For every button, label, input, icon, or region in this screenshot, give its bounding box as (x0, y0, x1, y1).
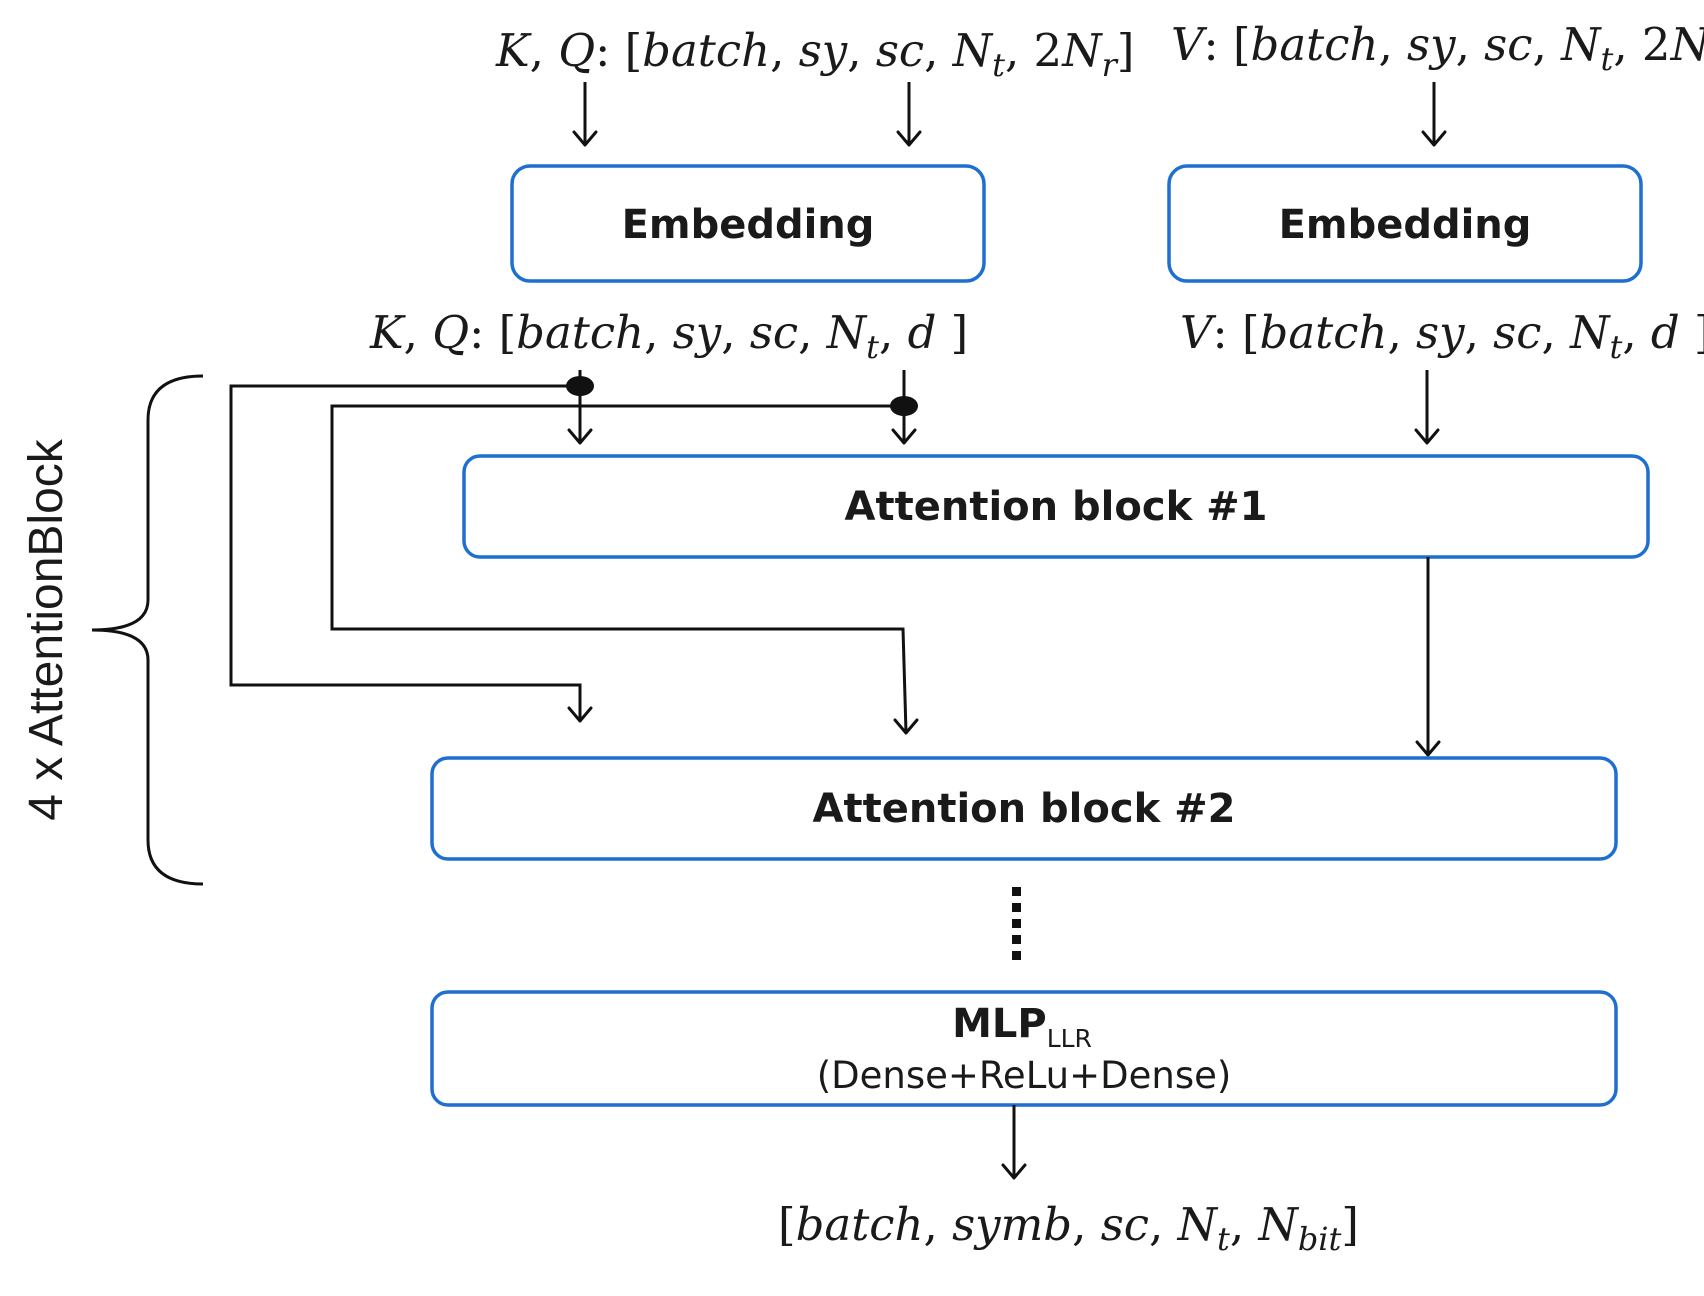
arrow-v-to-attention-1 (1414, 370, 1440, 445)
attention-block-2: Attention block #2 (430, 756, 1618, 861)
arrow-mlp-to-output (1001, 1105, 1027, 1180)
v-input-shape: V: [batch, sy, sc, Nt, 2Nr] (1171, 18, 1704, 78)
embedding-box-v: Embedding (1167, 164, 1643, 283)
q-skip-connection (330, 404, 919, 735)
output-shape: [batch, symb, sc, Nt, Nbit] (778, 1198, 1359, 1258)
embedding-kq-label: Embedding (622, 202, 875, 248)
kq-embedded-shape: K, Q: [batch, sy, sc, Nt, d ] (369, 306, 968, 366)
arrow-k-to-embedding (572, 82, 598, 147)
arrow-attention-1-to-2 (1415, 557, 1441, 757)
arrow-k-to-attention-1 (567, 370, 593, 445)
mlp-title: MLPLLR (952, 1001, 1092, 1053)
attention-block-1-label: Attention block #1 (845, 484, 1268, 530)
mlp-description: (Dense+ReLu+Dense) (817, 1054, 1232, 1097)
group-brace (91, 374, 204, 886)
embedding-v-label: Embedding (1279, 202, 1532, 248)
arrow-v-to-embedding (1421, 82, 1447, 147)
attention-block-2-label: Attention block #2 (813, 786, 1236, 832)
k-skip-connection (229, 384, 593, 723)
attention-block-1: Attention block #1 (462, 454, 1650, 559)
v-embedded-shape: V: [batch, sy, sc, Nt, d ] (1180, 306, 1704, 366)
arrow-q-to-embedding (896, 82, 922, 147)
vertical-ellipsis-icon (1012, 887, 1021, 960)
arrow-q-to-attention-1 (891, 370, 917, 445)
mlp-name: MLP (952, 1001, 1047, 1047)
embedding-box-kq: Embedding (510, 164, 986, 283)
mlp-subscript: LLR (1047, 1024, 1092, 1053)
group-label: 4 x AttentionBlock (20, 438, 73, 821)
mlp-llr-box: MLPLLR (Dense+ReLu+Dense) (430, 990, 1618, 1107)
kq-input-shape: K, Q: [batch, sy, sc, Nt, 2Nr] (495, 24, 1134, 84)
